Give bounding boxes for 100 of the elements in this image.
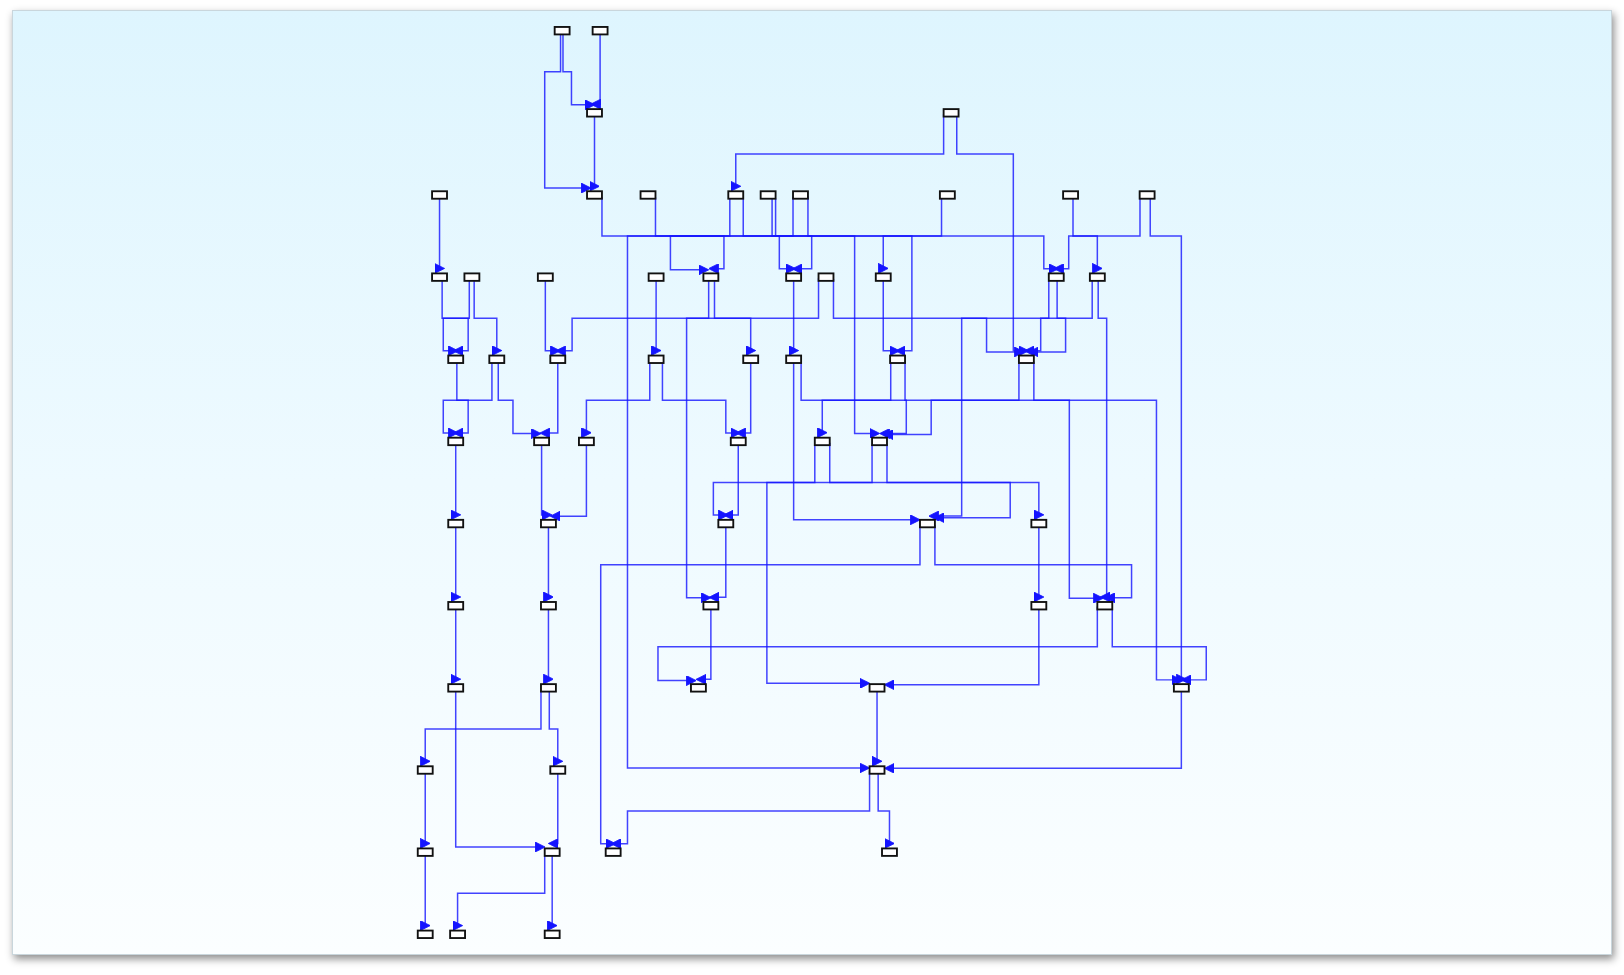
node-box — [586, 190, 603, 200]
arrow — [450, 608, 462, 685]
node-box — [416, 765, 434, 775]
arrow — [542, 608, 554, 685]
node-box — [759, 190, 777, 200]
arrow — [473, 280, 503, 357]
node-box — [449, 929, 466, 939]
arrow — [1097, 280, 1111, 603]
node-box — [488, 354, 506, 364]
arrow — [419, 855, 431, 932]
arrow — [452, 854, 546, 932]
node-box — [868, 765, 886, 775]
node-box — [553, 26, 571, 36]
arrow — [886, 443, 1011, 524]
arrow — [708, 526, 727, 603]
arrow — [877, 197, 943, 274]
arrow — [497, 362, 542, 440]
node-box — [604, 847, 622, 857]
arrow — [539, 362, 559, 439]
node-box — [817, 272, 835, 282]
node-box — [729, 436, 747, 447]
arrow — [419, 773, 431, 849]
node-box — [1030, 518, 1048, 529]
node-box — [1088, 272, 1106, 282]
arrow — [546, 855, 558, 932]
node-box — [447, 518, 465, 529]
arrow — [685, 280, 712, 604]
node-box — [938, 190, 956, 200]
arrow — [661, 362, 742, 439]
node-box — [647, 354, 665, 364]
node-box — [543, 929, 561, 939]
node-box — [813, 436, 831, 447]
node-box — [792, 190, 809, 200]
node-box — [578, 436, 595, 447]
node-box — [785, 354, 803, 364]
node-box — [647, 272, 665, 282]
arrow — [1033, 526, 1045, 603]
arrow — [1149, 197, 1187, 685]
node-box — [881, 847, 898, 857]
node-box — [416, 847, 434, 857]
node-box — [447, 436, 465, 447]
arrow — [877, 773, 895, 849]
arrow — [540, 444, 553, 521]
node-box — [919, 518, 936, 529]
node-box — [1096, 601, 1114, 611]
arrow — [589, 115, 600, 192]
arrow — [542, 526, 554, 603]
node-box — [785, 272, 803, 282]
node-box — [871, 436, 888, 447]
node-box — [540, 601, 557, 611]
node-box — [536, 272, 554, 282]
arrow — [771, 197, 813, 275]
arrow — [882, 280, 901, 357]
arrow — [928, 279, 1050, 522]
arrow — [883, 690, 1183, 774]
node-box — [889, 354, 906, 364]
node-box — [549, 765, 567, 775]
arrow — [883, 608, 1040, 691]
node-box — [690, 683, 707, 693]
arrow — [547, 773, 559, 849]
node-box — [533, 436, 550, 447]
arrow — [562, 33, 596, 111]
node-box — [702, 601, 720, 611]
node-box — [1138, 190, 1156, 200]
arrow — [548, 690, 564, 767]
arrow — [669, 197, 731, 276]
node-box — [447, 354, 465, 364]
arrow — [1111, 608, 1207, 686]
arrow — [543, 33, 592, 194]
node-box — [447, 683, 465, 693]
node-box — [1062, 190, 1079, 200]
arrow — [871, 690, 883, 767]
node-box — [1018, 354, 1035, 364]
node-box — [431, 272, 448, 282]
arrow — [544, 280, 561, 357]
node-box — [447, 601, 465, 611]
node-box — [1030, 601, 1048, 611]
arrow — [434, 197, 445, 274]
arrow — [580, 362, 651, 439]
arrow — [590, 33, 602, 110]
node-box — [586, 108, 603, 118]
node-box — [742, 354, 760, 364]
node-box — [416, 929, 434, 939]
node-box — [874, 272, 892, 282]
arrow — [695, 608, 712, 685]
node-box — [717, 518, 735, 529]
arrow — [454, 690, 546, 853]
node-box — [1047, 272, 1065, 282]
node-box — [702, 272, 720, 282]
arrow — [956, 115, 1030, 357]
arrow — [713, 280, 757, 357]
arrow — [450, 444, 462, 521]
arrow — [816, 362, 892, 439]
node-box — [431, 190, 448, 200]
node-box — [463, 272, 481, 282]
arrow — [766, 443, 873, 689]
node-box — [591, 26, 609, 36]
node-box — [942, 108, 960, 118]
node-box — [540, 518, 557, 529]
node-box — [639, 190, 657, 200]
